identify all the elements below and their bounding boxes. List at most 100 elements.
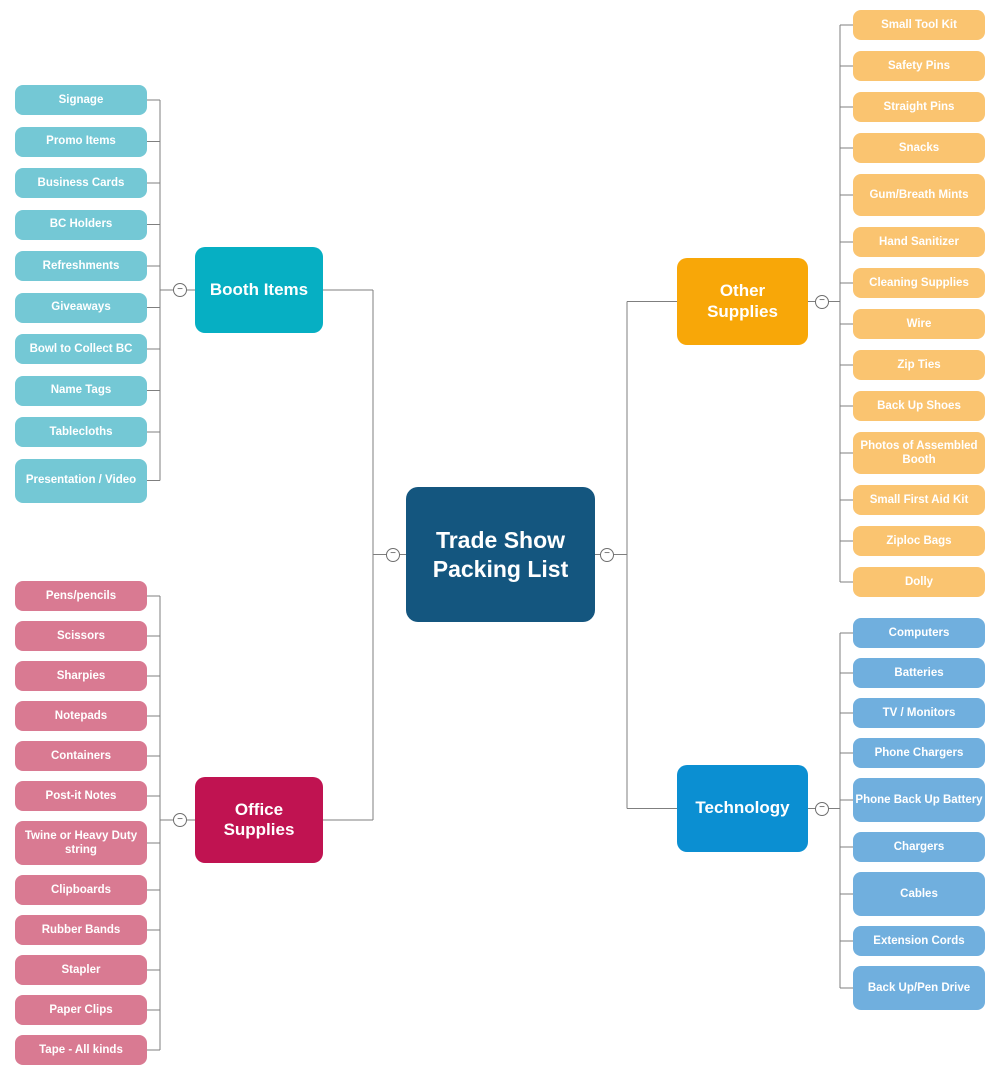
leaf-label: Dolly — [904, 575, 934, 588]
branch-node-label: Booth Items — [209, 279, 309, 299]
collapse-toggle-technology[interactable]: − — [815, 801, 829, 816]
leaf-label: Paper Clips — [49, 1003, 113, 1016]
collapse-toggle-root-right[interactable]: − — [600, 547, 614, 562]
leaf-label: Pens/pencils — [45, 589, 117, 602]
leaf-node[interactable]: Back Up Shoes — [853, 391, 985, 421]
leaf-node[interactable]: Bowl to Collect BC — [15, 334, 147, 364]
leaf-label: Back Up/Pen Drive — [867, 981, 971, 994]
root-node[interactable]: Trade Show Packing List — [406, 487, 595, 622]
leaf-node[interactable]: Signage — [15, 85, 147, 115]
leaf-label: Stapler — [61, 963, 101, 976]
branch-node-office-supplies[interactable]: Office Supplies — [195, 777, 323, 863]
branch-node-technology[interactable]: Technology — [677, 765, 808, 852]
leaf-node[interactable]: Notepads — [15, 701, 147, 731]
leaf-node[interactable]: Batteries — [853, 658, 985, 688]
leaf-label: Photos of Assembled Booth — [860, 439, 978, 466]
leaf-node[interactable]: Hand Sanitizer — [853, 227, 985, 257]
leaf-label: Small Tool Kit — [881, 18, 957, 31]
leaf-node[interactable]: Small First Aid Kit — [853, 485, 985, 515]
leaf-node[interactable]: Photos of Assembled Booth — [853, 432, 985, 474]
leaf-label: Scissors — [57, 629, 105, 642]
branch-node-other-supplies[interactable]: Other Supplies — [677, 258, 808, 345]
leaf-node[interactable]: Pens/pencils — [15, 581, 147, 611]
collapse-toggle-booth-items[interactable]: − — [173, 283, 187, 297]
branch-node-label: Other Supplies — [707, 281, 778, 321]
leaf-node[interactable]: Back Up/Pen Drive — [853, 966, 985, 1010]
leaf-node[interactable]: Cleaning Supplies — [853, 268, 985, 298]
leaf-label: Phone Back Up Battery — [855, 793, 983, 806]
leaf-label: Ziploc Bags — [886, 534, 952, 547]
leaf-label: Batteries — [894, 666, 944, 679]
leaf-label: Straight Pins — [883, 100, 955, 113]
leaf-label: Tape - All kinds — [39, 1043, 123, 1056]
leaf-label: Post-it Notes — [45, 789, 117, 802]
branch-node-label: Technology — [695, 798, 790, 818]
leaf-node[interactable]: Clipboards — [15, 875, 147, 905]
leaf-label: Rubber Bands — [41, 923, 121, 936]
leaf-node[interactable]: Straight Pins — [853, 92, 985, 122]
leaf-label: Cables — [900, 887, 938, 900]
leaf-node[interactable]: BC Holders — [15, 209, 147, 240]
leaf-node[interactable]: Small Tool Kit — [853, 10, 985, 40]
leaf-label: Tablecloths — [49, 425, 113, 438]
leaf-node[interactable]: Cables — [853, 872, 985, 916]
leaf-label: Twine or Heavy Duty string — [24, 829, 138, 856]
leaf-node[interactable]: Snacks — [853, 133, 985, 163]
leaf-node[interactable]: Dolly — [853, 567, 985, 597]
leaf-label: Hand Sanitizer — [879, 235, 959, 248]
leaf-label: Phone Chargers — [874, 746, 964, 759]
leaf-node[interactable]: Containers — [15, 741, 147, 771]
leaf-node[interactable]: Chargers — [853, 832, 985, 862]
leaf-node[interactable]: Name Tags — [15, 375, 147, 406]
leaf-label: TV / Monitors — [882, 706, 956, 719]
leaf-label: Zip Ties — [897, 358, 941, 371]
leaf-label: BC Holders — [49, 218, 113, 231]
leaf-node[interactable]: Paper Clips — [15, 995, 147, 1025]
leaf-label: Business Cards — [37, 176, 125, 189]
leaf-label: Gum/Breath Mints — [869, 188, 969, 201]
leaf-label: Back Up Shoes — [877, 399, 961, 412]
leaf-node[interactable]: TV / Monitors — [853, 698, 985, 728]
leaf-node[interactable]: Giveaways — [15, 292, 147, 323]
leaf-label: Promo Items — [46, 135, 116, 148]
leaf-node[interactable]: Presentation / Video — [15, 458, 147, 503]
leaf-node[interactable]: Scissors — [15, 621, 147, 651]
leaf-node[interactable]: Gum/Breath Mints — [853, 174, 985, 216]
leaf-node[interactable]: Post-it Notes — [15, 781, 147, 811]
leaf-node[interactable]: Twine or Heavy Duty string — [15, 821, 147, 865]
leaf-label: Signage — [58, 93, 104, 106]
leaf-node[interactable]: Stapler — [15, 955, 147, 985]
leaf-label: Chargers — [893, 840, 945, 853]
collapse-toggle-office-supplies[interactable]: − — [173, 813, 187, 827]
branch-node-booth-items[interactable]: Booth Items — [195, 247, 323, 333]
leaf-node[interactable]: Phone Back Up Battery — [853, 778, 985, 822]
leaf-label: Sharpies — [56, 669, 106, 682]
leaf-node[interactable]: Zip Ties — [853, 350, 985, 380]
leaf-label: Extension Cords — [873, 934, 965, 947]
leaf-node[interactable]: Tablecloths — [15, 417, 147, 447]
leaf-label: Snacks — [898, 141, 940, 154]
leaf-node[interactable]: Safety Pins — [853, 51, 985, 81]
leaf-label: Notepads — [54, 709, 108, 722]
leaf-node[interactable]: Refreshments — [15, 251, 147, 281]
collapse-toggle-root-left[interactable]: − — [386, 547, 400, 562]
root-node-label: Trade Show Packing List — [432, 527, 569, 582]
leaf-node[interactable]: Phone Chargers — [853, 738, 985, 768]
leaf-node[interactable]: Tape - All kinds — [15, 1035, 147, 1065]
leaf-node[interactable]: Ziploc Bags — [853, 526, 985, 556]
leaf-label: Presentation / Video — [25, 474, 137, 487]
leaf-node[interactable]: Promo Items — [15, 126, 147, 157]
collapse-toggle-other-supplies[interactable]: − — [815, 294, 829, 309]
leaf-node[interactable]: Extension Cords — [853, 926, 985, 956]
leaf-node[interactable]: Business Cards — [15, 168, 147, 198]
leaf-node[interactable]: Rubber Bands — [15, 915, 147, 945]
leaf-label: Name Tags — [50, 384, 112, 397]
leaf-node[interactable]: Wire — [853, 309, 985, 339]
branch-node-label: Office Supplies — [223, 799, 295, 839]
leaf-node[interactable]: Sharpies — [15, 661, 147, 691]
leaf-label: Giveaways — [51, 301, 111, 314]
leaf-label: Safety Pins — [888, 59, 950, 72]
leaf-node[interactable]: Computers — [853, 618, 985, 648]
